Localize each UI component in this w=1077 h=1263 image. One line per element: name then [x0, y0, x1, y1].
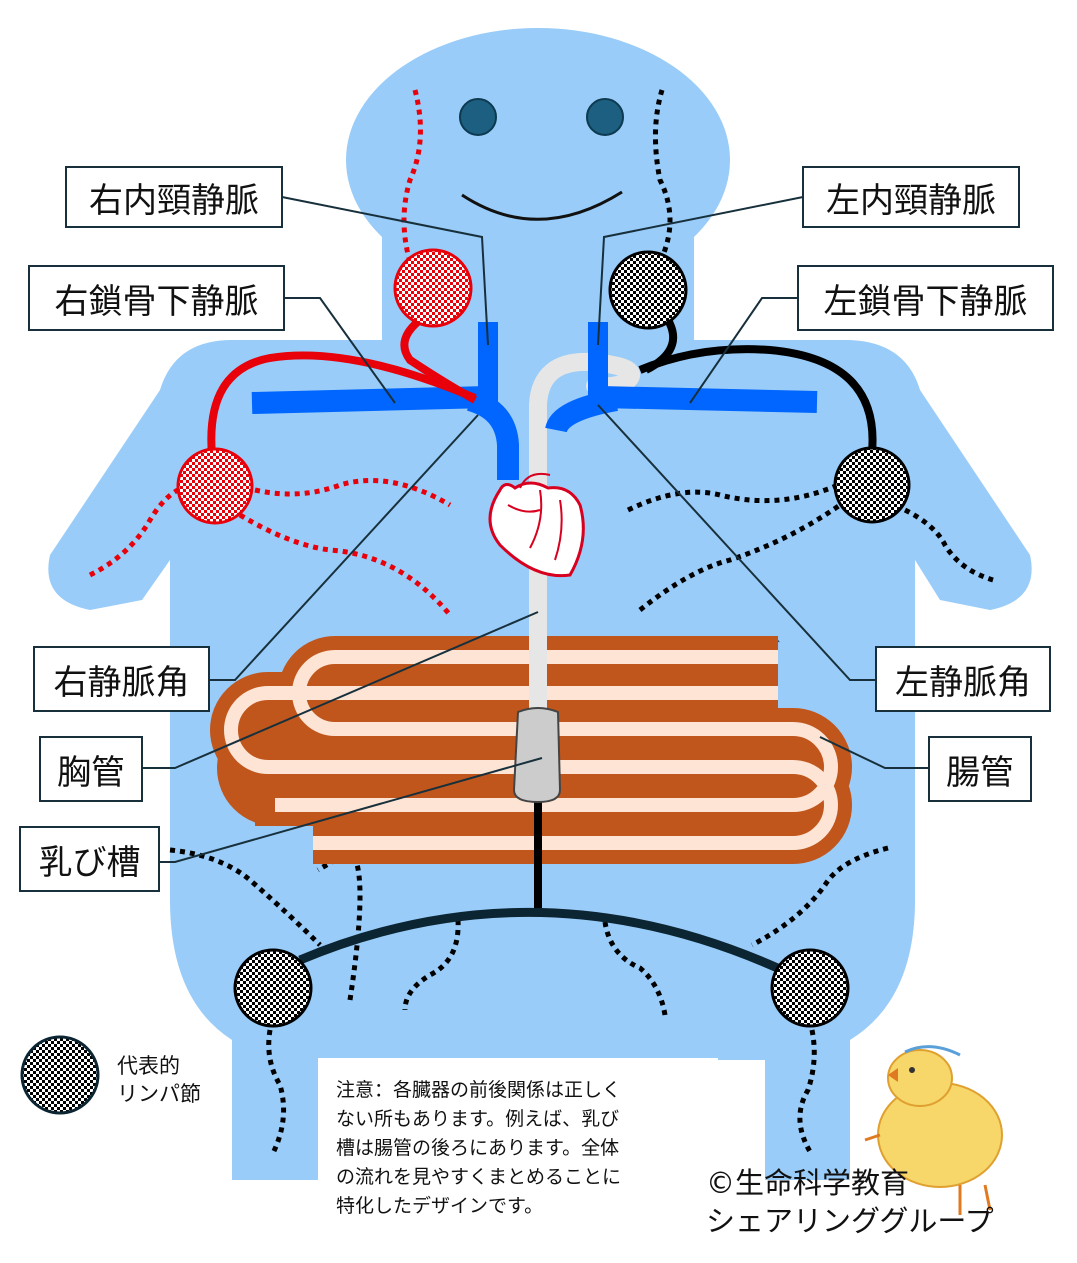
- label-left-subclavian: 左鎖骨下静脈: [797, 265, 1054, 331]
- lymph-node-left-neck: [608, 250, 688, 330]
- label-intestine: 腸管: [928, 736, 1032, 802]
- label-cisterna-chyli: 乳び槽: [19, 826, 160, 892]
- lymph-node-right-neck: [393, 248, 473, 328]
- note-line: 特化したデザインです。: [336, 1195, 544, 1217]
- copyright-line2: シェアリンググループ: [706, 1204, 994, 1238]
- note-line: の流れを見やすくまとめることに: [336, 1166, 622, 1188]
- note-line: 槽は腸管の後ろにあります。全体: [336, 1137, 620, 1159]
- label-right-internal-jugular: 右内頸静脈: [65, 166, 283, 228]
- lymph-nodes: [20, 248, 911, 1115]
- label-right-subclavian: 右鎖骨下静脈: [28, 265, 285, 331]
- note-line: 注意：各臓器の前後関係は正しく: [336, 1079, 622, 1101]
- lower-lymph-arc: [298, 907, 784, 975]
- note-line: ない所もあります。例えば、乳び: [336, 1108, 620, 1130]
- right-lymph-trunk: [207, 351, 477, 456]
- left-lymph-trunk: [638, 345, 877, 453]
- legend-line1: 代表的: [117, 1054, 180, 1078]
- heart-icon: [488, 472, 585, 578]
- note-box: 注意：各臓器の前後関係は正しく ない所もあります。例えば、乳び 槽は腸管の後ろに…: [318, 1058, 718, 1238]
- label-right-venous-angle: 右静脈角: [33, 646, 210, 712]
- lymph-node-right-groin: [233, 948, 313, 1028]
- copyright-line1: ©生命科学教育: [706, 1166, 910, 1200]
- legend-lymph-node: [20, 1035, 100, 1115]
- cisterna-chyli: [512, 707, 562, 804]
- label-left-venous-angle: 左静脈角: [875, 646, 1051, 712]
- right-eye: [586, 98, 624, 136]
- left-eye: [459, 98, 497, 136]
- chick-illustration: [864, 1045, 1003, 1215]
- lymph-node-right-axilla: [176, 447, 254, 525]
- lymph-node-left-groin: [770, 948, 850, 1028]
- intestine: [210, 636, 852, 864]
- lymph-node-left-axilla: [833, 446, 911, 524]
- lymph-vessels-right: [88, 89, 452, 617]
- label-thoracic-duct: 胸管: [39, 736, 143, 802]
- leader-lines: [142, 196, 928, 863]
- legend-line2: リンパ節: [117, 1082, 201, 1106]
- label-left-internal-jugular: 左内頸静脈: [802, 166, 1020, 228]
- thoracic-duct: [529, 352, 640, 721]
- smile: [461, 190, 623, 221]
